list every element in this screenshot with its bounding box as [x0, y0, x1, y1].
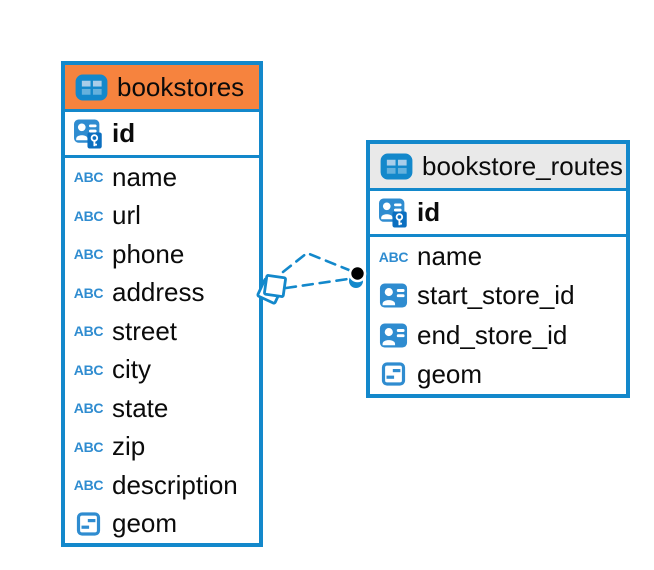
table-header[interactable]: bookstores — [65, 65, 259, 112]
relationship-source-marker[interactable] — [256, 274, 287, 305]
table-row[interactable]: ABC description — [65, 466, 259, 505]
table-row-key[interactable]: id — [65, 112, 259, 158]
field-name: city — [112, 354, 151, 385]
abc-icon: ABC — [73, 207, 104, 224]
table-row-key[interactable]: id — [370, 191, 626, 237]
field-name: geom — [417, 358, 483, 389]
table-row[interactable]: ABC street — [65, 312, 259, 351]
abc-icon: ABC — [378, 248, 409, 265]
field-name: zip — [112, 431, 146, 462]
field-name: address — [112, 277, 205, 308]
abc-icon: ABC — [73, 169, 104, 186]
abc-icon: ABC — [73, 438, 104, 455]
field-name: url — [112, 200, 141, 231]
table-title: bookstore_routes — [422, 150, 623, 181]
table-bookstore-routes[interactable]: bookstore_routes id ABC name start_store… — [366, 140, 630, 398]
table-row[interactable]: ABC state — [65, 389, 259, 428]
abc-icon: ABC — [73, 284, 104, 301]
abc-icon: ABC — [73, 323, 104, 340]
field-name: end_store_id — [417, 319, 568, 350]
table-row[interactable]: geom — [370, 355, 626, 394]
table-row[interactable]: end_store_id — [370, 316, 626, 355]
field-name: phone — [112, 238, 185, 269]
abc-icon: ABC — [73, 400, 104, 417]
table-bookstores[interactable]: bookstores id ABC name ABC url ABC phone… — [61, 61, 263, 547]
field-name: name — [112, 161, 178, 192]
relationship-target-marker[interactable] — [348, 264, 367, 288]
table-row[interactable]: ABC name — [370, 237, 626, 276]
table-row[interactable]: ABC city — [65, 351, 259, 390]
field-name: state — [112, 392, 169, 423]
table-row[interactable]: ABC zip — [65, 428, 259, 467]
field-name: name — [417, 241, 483, 272]
field-name: start_store_id — [417, 280, 575, 311]
field-name: id — [417, 197, 441, 227]
table-row[interactable]: ABC phone — [65, 235, 259, 274]
relationship-line-lower[interactable] — [284, 277, 350, 290]
table-header[interactable]: bookstore_routes — [370, 144, 626, 191]
abc-icon: ABC — [73, 477, 104, 494]
field-name: street — [112, 315, 178, 346]
table-row[interactable]: geom — [65, 505, 259, 544]
abc-icon: ABC — [73, 361, 104, 378]
abc-icon: ABC — [73, 246, 104, 263]
table-row[interactable]: ABC address — [65, 274, 259, 313]
table-row[interactable]: ABC name — [65, 158, 259, 197]
relationship-line-upper[interactable] — [281, 251, 351, 274]
table-title: bookstores — [117, 71, 245, 102]
field-name: geom — [112, 508, 178, 539]
relationship-bookstores-routes[interactable] — [256, 251, 367, 305]
table-row[interactable]: start_store_id — [370, 276, 626, 315]
table-row[interactable]: ABC url — [65, 197, 259, 236]
field-name: id — [112, 118, 136, 148]
field-name: description — [112, 469, 238, 500]
